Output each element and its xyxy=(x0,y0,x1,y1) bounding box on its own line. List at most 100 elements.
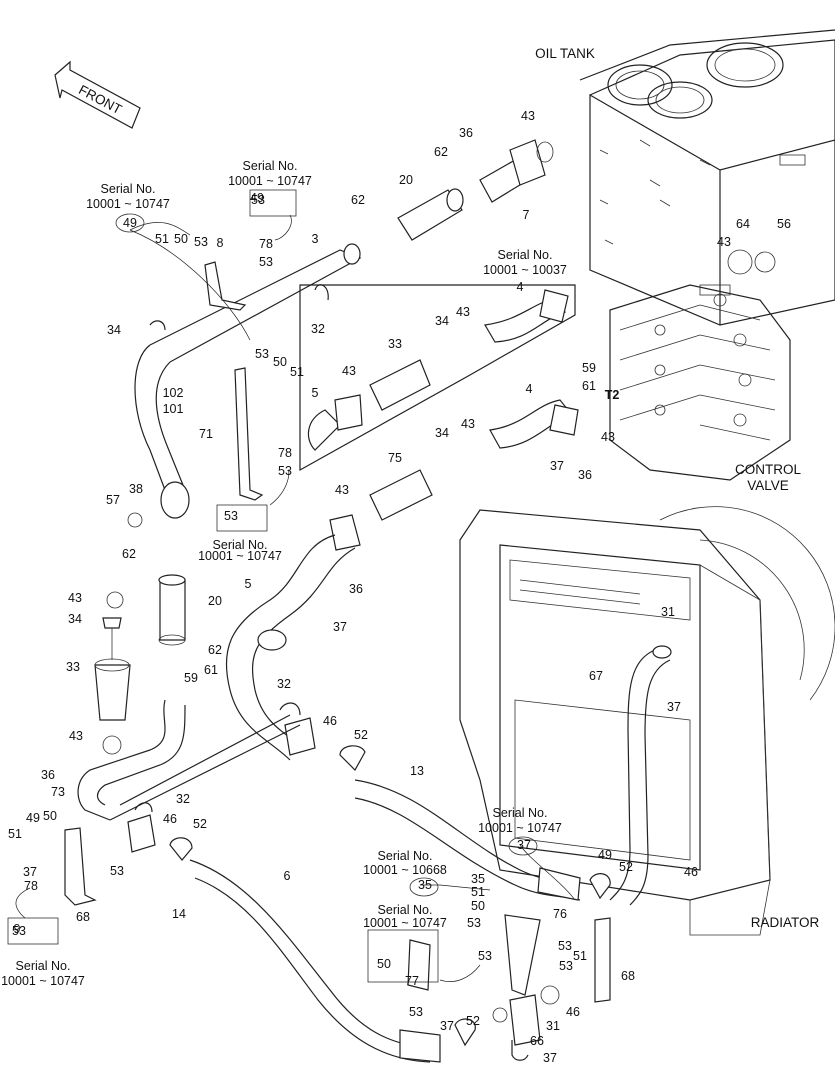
part-callout: 5 xyxy=(245,577,252,591)
serial-note-title-2: Serial No. xyxy=(498,248,553,262)
part-callout: 49 xyxy=(123,216,137,230)
part-callout: 34 xyxy=(68,612,82,626)
part-callout: 20 xyxy=(208,594,222,608)
serial-note-range-7: 10001 ~ 10747 xyxy=(363,916,447,930)
part-callout: 51 xyxy=(471,885,485,899)
part-callout: 37 xyxy=(667,700,681,714)
part-callout: 78 xyxy=(24,879,38,893)
part-callout: 67 xyxy=(589,669,603,683)
brackets xyxy=(64,261,611,1003)
pipe-lower-left xyxy=(77,699,301,821)
hose-20-lower xyxy=(158,574,186,646)
part-callout: 64 xyxy=(736,217,750,231)
callout-ellipses xyxy=(115,213,538,897)
part-callout: 61 xyxy=(582,379,596,393)
part-callout: 31 xyxy=(661,605,675,619)
part-callout: 43 xyxy=(717,235,731,249)
part-callout: 33 xyxy=(388,337,402,351)
part-callout: 35 xyxy=(418,878,432,892)
part-callout: 35 xyxy=(471,872,485,886)
part-callout: 56 xyxy=(777,217,791,231)
oil-tank xyxy=(579,29,835,326)
part-callout: 38 xyxy=(129,482,143,496)
serial-boxes xyxy=(7,189,576,983)
part-callout: 6 xyxy=(284,869,291,883)
part-callout: 51 xyxy=(155,232,169,246)
callout-49-ellipse xyxy=(115,213,145,233)
part-callout: 43 xyxy=(461,417,475,431)
serial-note-title-5: Serial No. xyxy=(493,806,548,820)
port-t2-label: T2 xyxy=(605,388,620,402)
part-callout: 77 xyxy=(405,974,419,988)
pipe-7 xyxy=(479,139,554,203)
part-callout: 32 xyxy=(176,792,190,806)
serial-note-title-7: Serial No. xyxy=(378,903,433,917)
part-callout: 101 xyxy=(163,402,184,416)
part-callout: 68 xyxy=(621,969,635,983)
part-callout: 46 xyxy=(163,812,177,826)
part-callout: 75 xyxy=(388,451,402,465)
part-callout: 14 xyxy=(172,907,186,921)
part-callout: 46 xyxy=(566,1005,580,1019)
part-callout: 37 xyxy=(550,459,564,473)
part-callout: 78 xyxy=(278,446,292,460)
part-callout: 62 xyxy=(351,193,365,207)
part-callout: 43 xyxy=(335,483,349,497)
part-callout: 53 xyxy=(478,949,492,963)
part-callout: 57 xyxy=(106,493,120,507)
front-arrow xyxy=(54,60,141,129)
part-callout: 52 xyxy=(619,860,633,874)
part-callout: 50 xyxy=(377,957,391,971)
part-callout: 4 xyxy=(526,382,533,396)
part-callout: 43 xyxy=(521,109,535,123)
part-callout: 3 xyxy=(312,232,319,246)
part-callout: 32 xyxy=(277,677,291,691)
part-callout: 52 xyxy=(193,817,207,831)
part-callout: 53 xyxy=(409,1005,423,1019)
serial-note-range-3: 10001 ~ 10747 xyxy=(198,549,282,563)
part-callout: 8 xyxy=(217,236,224,250)
part-callout: 13 xyxy=(410,764,424,778)
part-callout: 51 xyxy=(8,827,22,841)
part-callout: 36 xyxy=(459,126,473,140)
part-callout: 102 xyxy=(163,386,184,400)
part-callout: 62 xyxy=(434,145,448,159)
part-callout: 32 xyxy=(311,322,325,336)
fittings xyxy=(102,249,776,1061)
control-valve xyxy=(609,284,791,481)
part-callout: 36 xyxy=(578,468,592,482)
part-callout: 52 xyxy=(466,1014,480,1028)
part-callout: 50 xyxy=(174,232,188,246)
serial-note-range-6: 10001 ~ 10668 xyxy=(363,863,447,877)
part-callout: 50 xyxy=(471,899,485,913)
hose-20-upper xyxy=(397,188,464,241)
part-callout: 43 xyxy=(456,305,470,319)
part-callout: 76 xyxy=(553,907,567,921)
part-callout: 43 xyxy=(68,591,82,605)
serial-note-range-0: 10001 ~ 10747 xyxy=(86,197,170,211)
part-callout: 34 xyxy=(435,314,449,328)
part-callout: 37 xyxy=(440,1019,454,1033)
part-callout: 4 xyxy=(517,280,524,294)
serial-note-title-3: Serial No. xyxy=(213,538,268,552)
part-callout: 73 xyxy=(51,785,65,799)
part-callout: 53 xyxy=(255,347,269,361)
pipe-67 xyxy=(609,645,672,906)
part-callout: 53 xyxy=(278,464,292,478)
part-callout: 61 xyxy=(204,663,218,677)
pipe-3 xyxy=(134,243,362,519)
part-callout: 46 xyxy=(684,865,698,879)
part-callout: 53 xyxy=(558,939,572,953)
part-callout: 9 xyxy=(14,922,21,936)
serial-note-title-0: Serial No. xyxy=(101,182,156,196)
part-callout: 49 xyxy=(598,848,612,862)
pipe-33-34 xyxy=(94,617,131,721)
part-callout: 59 xyxy=(582,361,596,375)
part-callout: 31 xyxy=(546,1019,560,1033)
part-callout: 50 xyxy=(43,809,57,823)
part-callout: 53 xyxy=(259,255,273,269)
part-callout: 5 xyxy=(312,386,319,400)
part-callout: 34 xyxy=(435,426,449,440)
